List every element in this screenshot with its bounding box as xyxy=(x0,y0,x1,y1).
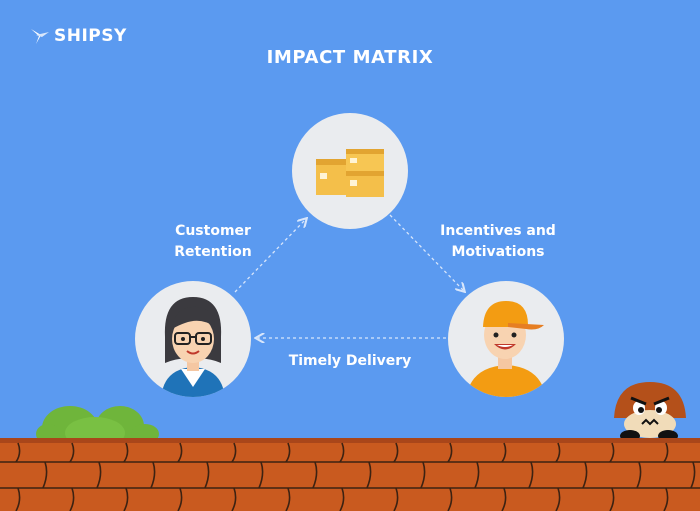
label-timely-delivery: Timely Delivery xyxy=(288,353,412,369)
mushroom-decoration xyxy=(614,382,686,442)
label-incentives: Incentives and Motivations xyxy=(430,221,566,263)
label-customer-retention-line2: Retention xyxy=(174,244,252,260)
customer-avatar-icon xyxy=(161,297,225,397)
boxes-icon xyxy=(316,149,384,197)
label-customer-retention: Customer Retention xyxy=(158,221,268,263)
node-delivery-person xyxy=(448,281,564,397)
brand-name: SHIPSY xyxy=(54,26,127,46)
brand-logo: SHIPSY xyxy=(30,26,127,46)
delivery-person-avatar-icon xyxy=(466,301,546,397)
arrow-left-to-top xyxy=(234,220,305,293)
node-customer xyxy=(135,281,251,397)
label-customer-retention-line1: Customer xyxy=(175,223,251,239)
bird-logo-icon xyxy=(31,29,49,44)
page-title: IMPACT MATRIX xyxy=(266,47,434,68)
label-incentives-line1: Incentives and xyxy=(440,223,556,239)
node-boxes xyxy=(292,113,408,229)
label-incentives-line2: Motivations xyxy=(451,244,545,260)
brick-ground xyxy=(0,438,700,511)
